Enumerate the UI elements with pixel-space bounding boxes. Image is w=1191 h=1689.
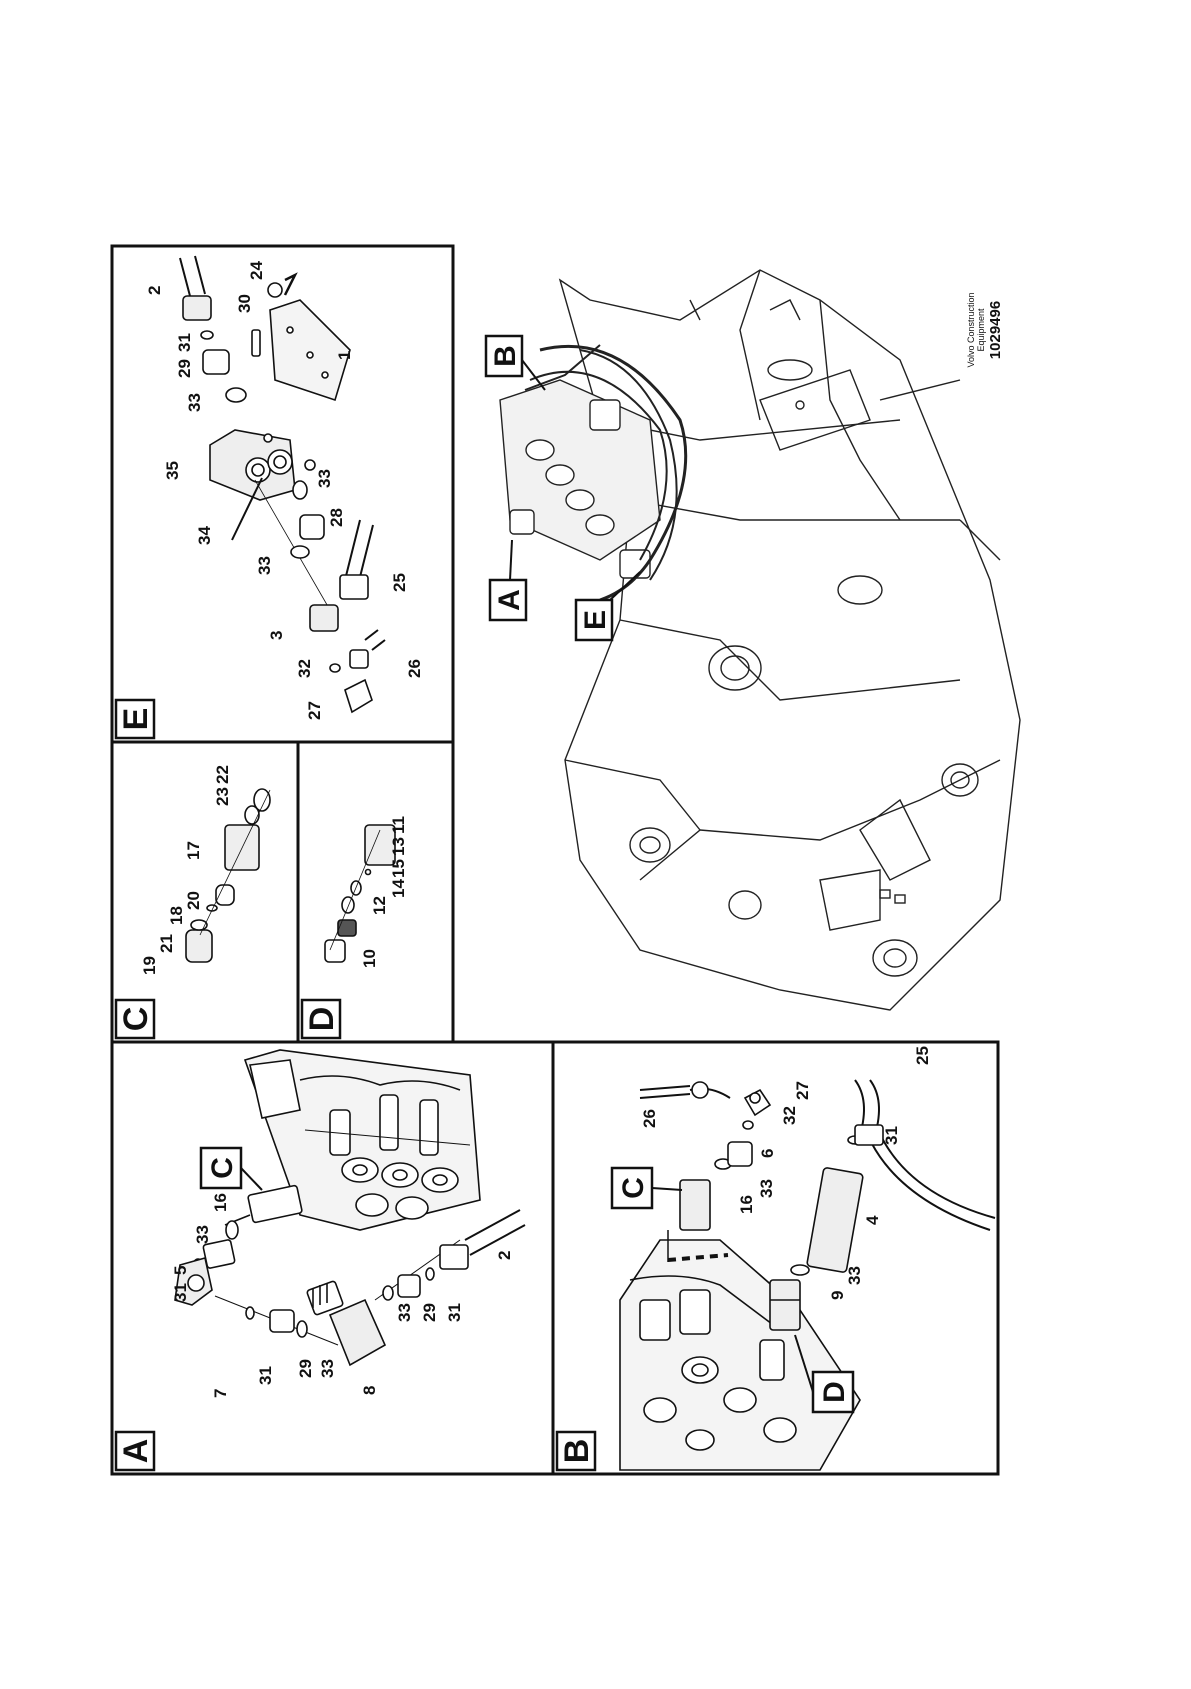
part-label: 2: [145, 286, 164, 295]
part-label: 9: [828, 1291, 847, 1300]
panel-e-frame: [110, 244, 455, 744]
panel-b-callout-c: C: [617, 1177, 650, 1199]
part-label: 33: [315, 469, 334, 488]
part-label: 19: [140, 956, 159, 975]
part-label: 33: [185, 393, 204, 412]
part-label: 7: [211, 1389, 230, 1398]
part-label: 16: [737, 1195, 756, 1214]
panel-letter-d: D: [303, 1007, 341, 1032]
part-label: 28: [327, 508, 346, 527]
overview-callout-a: A: [493, 589, 526, 611]
part-label: 3: [267, 631, 286, 640]
panel-c-frame: [110, 740, 300, 1044]
part-label: 20: [184, 891, 203, 910]
part-label: 33: [193, 1225, 212, 1244]
part-label: 29: [296, 1359, 315, 1378]
panel-letter-c-box: C: [114, 998, 156, 1040]
overview-drawing: [484, 269, 1021, 1011]
part-label: 23: [213, 787, 232, 806]
part-label: 31: [171, 1283, 190, 1302]
part-label: 11: [389, 816, 408, 834]
panel-a-callout: C: [206, 1157, 239, 1179]
part-label: 26: [405, 659, 424, 678]
panel-c-drawing: [185, 788, 271, 963]
part-label: 16: [211, 1193, 230, 1212]
part-label: 13: [389, 837, 408, 856]
part-label: 2: [495, 1251, 514, 1260]
part-label: 27: [305, 701, 324, 720]
overview-callout-e: E: [579, 610, 612, 630]
panel-d-frame: [296, 740, 455, 1044]
overview-callouts: A B E: [489, 345, 612, 630]
part-label: 30: [235, 294, 254, 313]
part-label: 33: [757, 1179, 776, 1198]
part-label: 5: [171, 1266, 190, 1275]
figure-number: 1029496: [987, 301, 1004, 359]
panel-letter-e-box: E: [114, 698, 156, 740]
part-label: 29: [420, 1303, 439, 1322]
part-label: 15: [389, 859, 408, 878]
part-label: 21: [157, 934, 176, 953]
part-label: 12: [370, 896, 389, 915]
part-label: 25: [913, 1046, 932, 1065]
panel-d-drawing: [324, 824, 396, 963]
part-label: 33: [318, 1359, 337, 1378]
panel-a-callout-c: C: [206, 1157, 239, 1179]
panel-letter-c: C: [117, 1007, 155, 1032]
panel-a-labels: 7 31 5 33 16 31 29 33 8 33 29 31 2: [171, 1193, 514, 1398]
part-label: 18: [167, 906, 186, 925]
panel-b-drawing: [610, 1079, 996, 1471]
panel-letter-e: E: [117, 708, 155, 731]
part-label: 33: [395, 1303, 414, 1322]
part-label: 31: [175, 333, 194, 352]
panel-d-labels: 10 12 14 15 13 11: [360, 816, 408, 968]
part-label: 14: [389, 879, 408, 898]
panel-letter-d-box: D: [300, 998, 342, 1040]
part-label: 32: [780, 1106, 799, 1125]
part-label: 31: [445, 1303, 464, 1322]
part-label: 22: [213, 765, 232, 784]
panel-b-callouts: C D: [617, 1177, 851, 1403]
panel-letter-a: A: [117, 1439, 155, 1464]
panel-letter-b-box: B: [555, 1430, 597, 1472]
panel-e-drawing: [179, 255, 386, 714]
part-label: 29: [175, 359, 194, 378]
publisher-credit: Volvo Construction Equipment 1029496: [966, 292, 1004, 367]
credit-line-1: Volvo Construction: [966, 292, 976, 367]
part-label: 32: [295, 659, 314, 678]
panel-b-labels: 26 27 32 6 33 16 31 25 4 33 9: [640, 1046, 932, 1300]
overview-callout-b: B: [489, 345, 522, 367]
part-label: 4: [863, 1215, 882, 1225]
panel-e-labels: 2 24 30 31 29 1 33 35 33 34 28 33 25 3 3…: [145, 261, 424, 720]
part-label: 33: [255, 556, 274, 575]
part-label: 1: [335, 351, 354, 360]
panel-b-frame: [551, 1040, 1000, 1476]
part-label: 6: [758, 1149, 777, 1158]
part-label: 35: [163, 461, 182, 480]
part-label: 31: [256, 1366, 275, 1385]
part-label: 10: [360, 949, 379, 968]
panel-a-drawing: [174, 1049, 526, 1367]
part-label: 17: [184, 841, 203, 860]
credit-line-2: Equipment: [976, 308, 986, 352]
part-label: 26: [640, 1109, 659, 1128]
part-label: 25: [390, 573, 409, 592]
panel-b-callout-d: D: [818, 1381, 851, 1403]
part-label: 27: [793, 1081, 812, 1100]
part-label: 34: [195, 526, 214, 545]
part-label: 24: [247, 261, 266, 280]
panel-letter-a-box: A: [114, 1430, 156, 1472]
part-label: 8: [360, 1386, 379, 1395]
panel-letter-b: B: [558, 1439, 596, 1464]
panel-c-labels: 19 21 18 20 17 23 22: [140, 765, 232, 975]
part-label: 31: [882, 1126, 901, 1145]
part-label: 33: [845, 1266, 864, 1285]
